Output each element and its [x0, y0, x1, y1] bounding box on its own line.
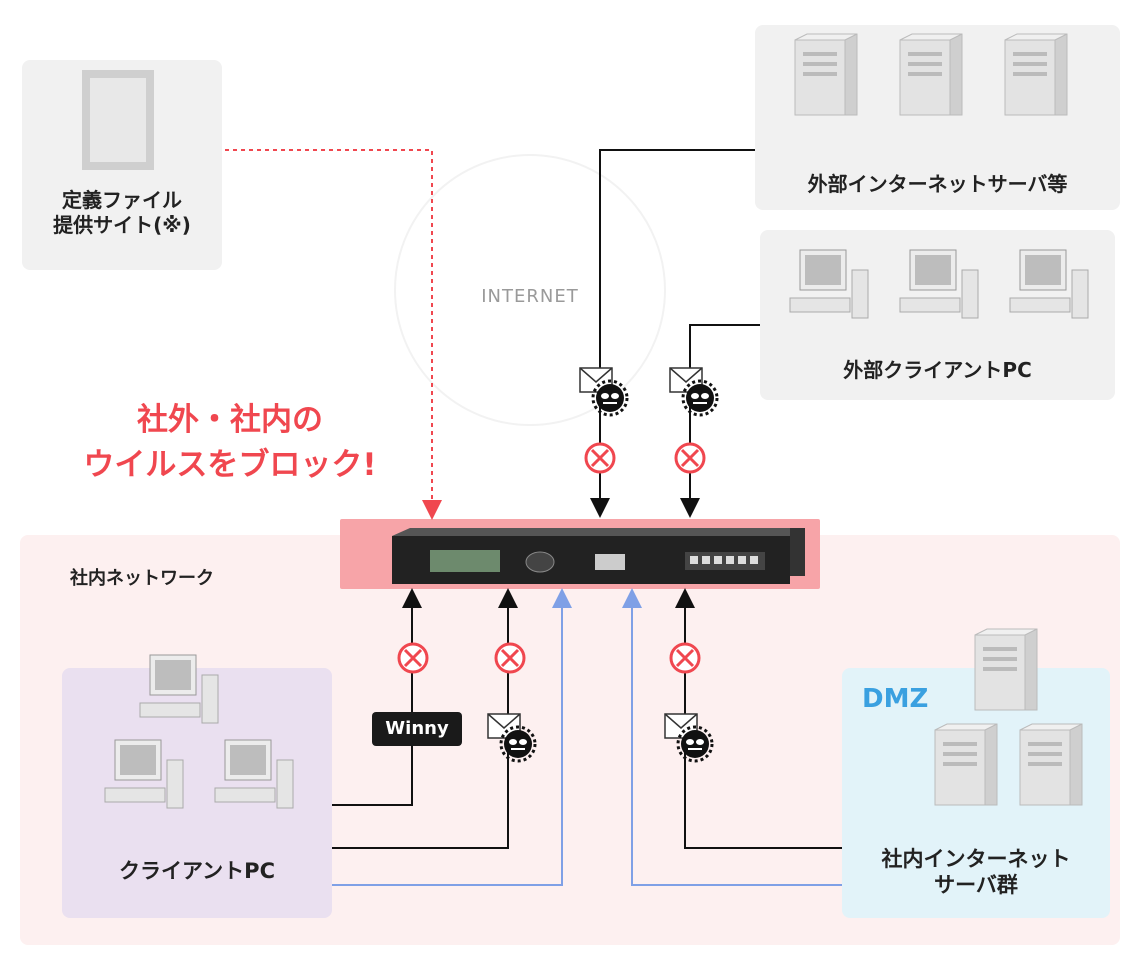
winny-badge [372, 712, 462, 746]
client-pc-icon [214, 739, 294, 809]
winny-label: Winny [385, 718, 449, 739]
dmz-title: DMZ [862, 684, 929, 714]
client-pc-icon [139, 654, 219, 724]
block-icon [669, 642, 701, 674]
dmz-server-icon [1019, 723, 1083, 806]
firewall-appliance [392, 528, 805, 584]
virus-mail-icon [486, 712, 537, 763]
winny-link [332, 588, 422, 806]
client-pc-label: クライアントPC [119, 859, 275, 883]
block-icon [494, 642, 526, 674]
slogan: 社外・社内の ウイルスをブロック! [83, 402, 377, 483]
dmz-mail-link [675, 588, 842, 849]
client-pc-icon [104, 739, 184, 809]
virus-mail-icon [668, 366, 719, 417]
dmz-server-icon [974, 628, 1038, 711]
external-pc-icon [1009, 249, 1089, 319]
block-icon [397, 642, 429, 674]
client-clean-link [332, 588, 572, 886]
external-server-icon [1004, 33, 1068, 116]
internet-cloud [394, 154, 666, 426]
dmz-clean-link [622, 588, 842, 886]
block-icon [584, 442, 616, 474]
client-mail-link [332, 588, 518, 849]
virus-mail-icon [578, 366, 629, 417]
internet-label: INTERNET [481, 286, 579, 307]
external-pc-icon [899, 249, 979, 319]
external-client-link [680, 324, 760, 518]
external-pc-icon [789, 249, 869, 319]
block-icon [674, 442, 706, 474]
dmz-server-icon [934, 723, 998, 806]
external-server-icon [899, 33, 963, 116]
virus-mail-icon [663, 712, 714, 763]
external-servers-label: 外部インターネットサーバ等 [807, 172, 1068, 196]
internal-network-label: 社内ネットワーク [70, 568, 214, 589]
external-clients-label: 外部クライアントPC [843, 358, 1032, 382]
definition-site-label: 定義ファイル 提供サイト(※) [53, 188, 191, 237]
dmz-label: 社内インターネット サーバ群 [881, 847, 1071, 898]
external-server-icon [794, 33, 858, 116]
